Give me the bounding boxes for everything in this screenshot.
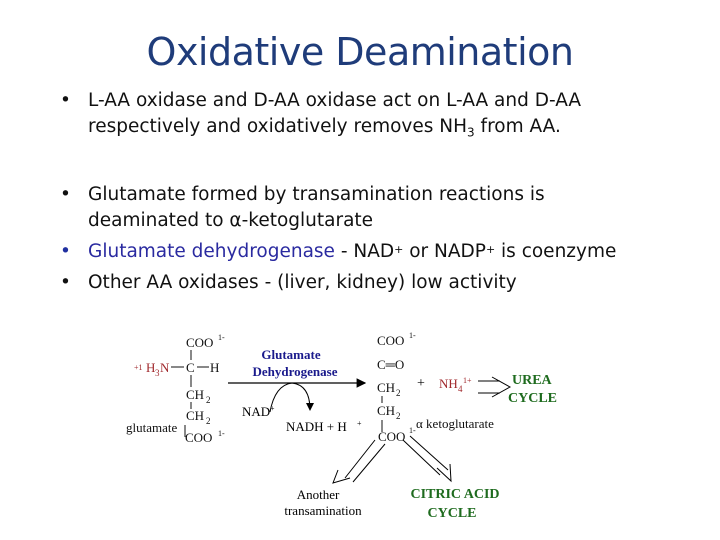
citric-cycle-label: CYCLE	[427, 506, 476, 521]
urea-cycle-label: UREA	[512, 373, 553, 388]
urea-arrow	[478, 376, 512, 398]
ketoglutarate-structure: COO 1- C═O CH 2 CH 2 COO 1- α ketoglutar…	[377, 331, 494, 444]
bullet-item: Glutamate formed by transamination react…	[58, 182, 698, 234]
transamination-label: transamination	[284, 503, 362, 518]
text-span: respectively and oxidatively removes NH	[88, 116, 468, 137]
ammonium-label: NH	[439, 376, 458, 391]
text-span: or NADP	[403, 240, 486, 262]
bullet-text: L-AA oxidase and D-AA oxidase act on L-A…	[88, 90, 582, 111]
charge: 1-	[218, 429, 225, 438]
text-span: - NAD	[334, 240, 395, 262]
superscript: +	[270, 404, 275, 413]
glutamate-label: glutamate	[126, 420, 177, 435]
glutamate-structure: COO 1- +1 H 3 N C H CH 2 CH 2 glutamate …	[126, 333, 225, 445]
superscript: +	[394, 242, 404, 256]
alpha-carbon: C	[186, 360, 195, 375]
ch2-group: CH	[186, 387, 204, 402]
bullet-list: L-AA oxidase and D-AA oxidase act on L-A…	[58, 88, 698, 296]
coo-group: COO	[186, 335, 213, 350]
charge: +1	[134, 363, 143, 372]
hydrogen: H	[210, 360, 219, 375]
highlight-text: Glutamate dehydrogenase	[88, 240, 335, 262]
coo-group: COO	[185, 430, 212, 445]
ch2-group: CH	[377, 380, 395, 395]
bullet-item: L-AA oxidase and D-AA oxidase act on L-A…	[58, 88, 698, 146]
charge: 1-	[218, 333, 225, 342]
cofactor-arrow	[269, 382, 314, 413]
bullet-text: deaminated to α-ketoglutarate	[88, 209, 374, 231]
bullet-item: Glutamate dehydrogenase - NAD+ or NADP+ …	[58, 239, 698, 265]
charge: 1-	[409, 331, 416, 340]
subscript: 3	[155, 368, 160, 378]
transamination-arrow	[332, 439, 386, 484]
bullet-item: Other AA oxidases - (liver, kidney) low …	[58, 270, 698, 296]
subscript: 2	[396, 411, 401, 421]
carbonyl-group: C═O	[377, 357, 404, 372]
subscript: 2	[396, 388, 401, 398]
amine-group: H	[146, 360, 155, 375]
text-span: is coenzyme	[495, 240, 617, 262]
charge: 1-	[409, 426, 416, 435]
bullet-text: Other AA oxidases - (liver, kidney) low …	[88, 271, 517, 293]
slide-title: Oxidative Deamination	[146, 30, 574, 74]
ch2-group: CH	[186, 408, 204, 423]
superscript: 1+	[463, 376, 472, 385]
text-span: from AA.	[474, 116, 561, 137]
urea-cycle-label: CYCLE	[508, 391, 557, 406]
nadh-label: NADH + H	[286, 419, 347, 434]
transamination-label: Another	[297, 487, 340, 502]
enzyme-label: Glutamate	[261, 347, 320, 362]
superscript: +	[357, 419, 362, 428]
enzyme-label: Dehydrogenase	[253, 364, 338, 379]
ketoglutarate-label: α ketoglutarate	[416, 416, 494, 431]
subscript: 3	[467, 125, 475, 140]
subscript: 2	[206, 416, 211, 426]
coo-group: COO	[378, 429, 405, 444]
superscript: +	[485, 242, 496, 256]
subscript: 4	[458, 384, 463, 394]
bullet-text: Glutamate formed by transamination react…	[88, 183, 545, 205]
plus-sign: +	[417, 376, 425, 391]
nad-label: NAD	[242, 404, 270, 419]
subscript: 2	[206, 395, 211, 405]
amine-n: N	[160, 360, 170, 375]
citric-cycle-label: CITRIC ACID	[410, 487, 499, 502]
citric-arrow	[402, 435, 452, 483]
bullet-text: respectively and oxidatively removes NH3…	[88, 114, 698, 146]
ch2-group: CH	[377, 403, 395, 418]
coo-group: COO	[377, 333, 404, 348]
